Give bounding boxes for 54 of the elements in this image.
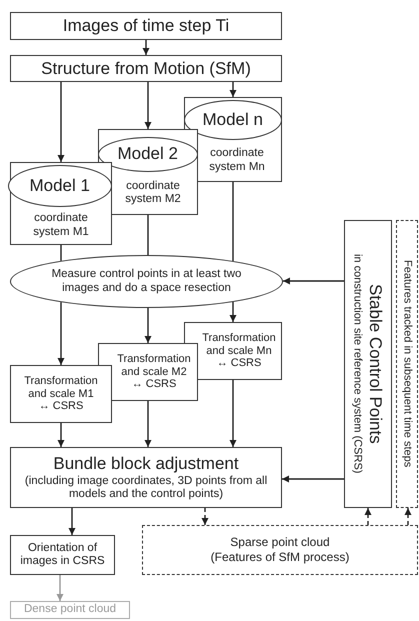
- node-title: Transformation and scale M2 ↔ CSRS: [116, 353, 192, 391]
- arrow: [364, 508, 372, 525]
- node-title: Dense point cloud: [24, 603, 116, 617]
- node-subtitle: (including image coordinates, 3D points from all models and the control points): [24, 474, 268, 501]
- process-box: [10, 12, 282, 40]
- process-box: [10, 601, 130, 619]
- arrow: [58, 423, 64, 447]
- node-title: coordinate system M1: [32, 212, 90, 239]
- arrow: [230, 82, 236, 97]
- arrow: [282, 476, 344, 482]
- node-subtitle: in construction site reference system (CSRS): [350, 254, 364, 474]
- arrow: [56, 575, 64, 601]
- model-ellipse: [8, 164, 112, 207]
- node-title: Images of time step Ti: [62, 16, 230, 36]
- node-title: Model 2: [117, 144, 178, 164]
- node-title: Structure from Motion (SfM): [41, 58, 251, 78]
- node-title: Orientation of images in CSRS: [19, 542, 106, 568]
- arrow: [144, 82, 152, 129]
- node-title: Features tracked in subsequent time steps: [400, 260, 414, 468]
- model-ellipse: [184, 100, 282, 140]
- arrow: [68, 508, 76, 535]
- node-title: Stable Control Points: [366, 284, 386, 444]
- node-title: coordinate system Mn: [208, 147, 266, 174]
- process-box: [184, 97, 282, 182]
- process-box: [10, 55, 282, 82]
- process-box: [98, 129, 198, 215]
- dashed-box: [142, 525, 418, 575]
- process-box: [10, 162, 112, 245]
- process-box: [10, 365, 112, 423]
- node-title: Bundle block adjustment: [53, 454, 239, 474]
- arrow: [404, 508, 412, 525]
- process-box: [10, 447, 282, 508]
- model-ellipse: [98, 136, 198, 172]
- node-title: Model n: [202, 110, 263, 130]
- vertical-box: [344, 220, 392, 508]
- process-box: [10, 535, 115, 575]
- node-title: coordinate system M2: [124, 180, 182, 206]
- arrow: [282, 278, 344, 284]
- arrow: [142, 40, 150, 55]
- arrow: [230, 380, 236, 447]
- process-box: [98, 343, 198, 401]
- arrow: [144, 308, 152, 343]
- node-subtitle: (Features of SfM process): [210, 550, 350, 564]
- arrow: [230, 302, 236, 322]
- node-title: Model 1: [29, 176, 90, 196]
- node-title: Transformation and scale Mn ↔ CSRS: [201, 332, 277, 370]
- node-title: Sparse point cloud: [230, 536, 330, 550]
- arrow: [144, 401, 152, 447]
- arrow: [202, 508, 208, 525]
- vertical-box: [396, 220, 418, 508]
- arrow: [58, 302, 64, 365]
- arrow: [58, 82, 64, 162]
- node-title: Transformation and scale M1 ↔ CSRS: [23, 375, 99, 413]
- node-title: Measure control points in at least two images and do a space resection: [50, 268, 242, 295]
